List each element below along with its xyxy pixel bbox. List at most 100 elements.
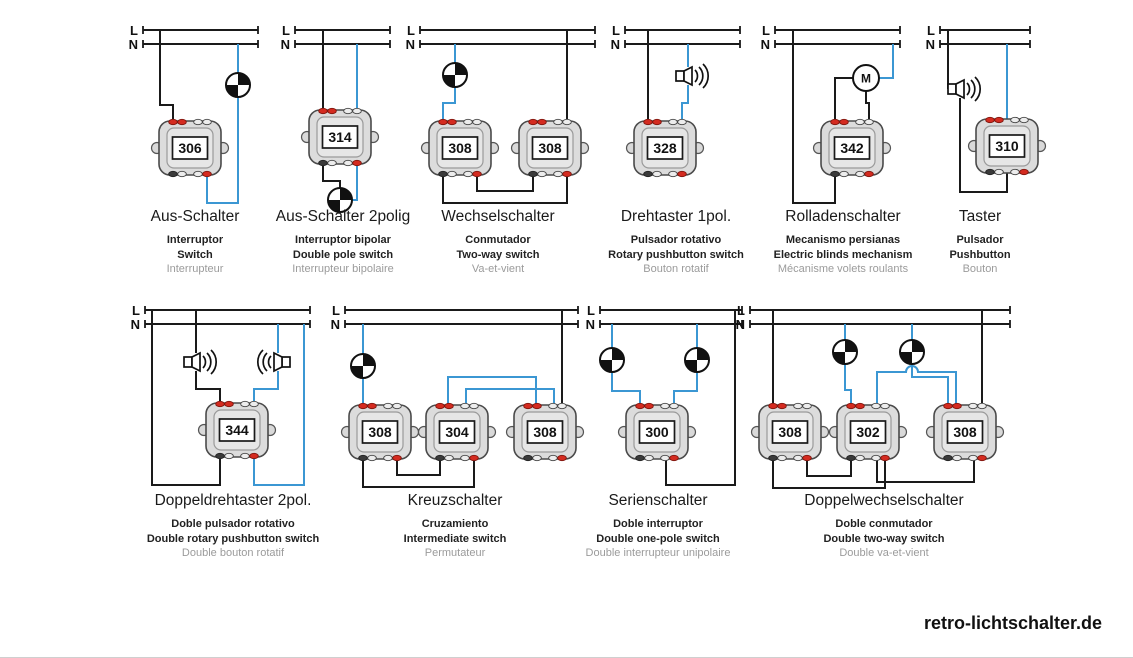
- switch-module: 308: [925, 402, 1005, 462]
- traveler-wires: [442, 175, 568, 204]
- live-wire: [792, 30, 836, 204]
- module-number: 308: [953, 424, 977, 440]
- motor-wire-1: [865, 91, 870, 121]
- subtitle-es: Cruzamiento: [421, 518, 489, 530]
- circuit-kreuzschalter: L N 308 304 308: [331, 303, 585, 488]
- lamp-icon: [899, 339, 925, 365]
- subtitle-en: Intermediate switch: [403, 532, 507, 545]
- module-number: 308: [538, 140, 562, 156]
- diagram-title: Rolladenschalter: [785, 208, 901, 225]
- circuit-serienschalter: L N 300: [586, 303, 743, 486]
- subtitle-en: Double rotary pushbutton switch: [146, 532, 320, 545]
- module-number: 344: [225, 422, 249, 438]
- subtitle-es: Interruptor bipolar: [295, 234, 391, 246]
- subtitle-fr: Bouton: [962, 263, 998, 275]
- circuit-taster: L N 310: [926, 23, 1047, 193]
- caption-kreuzschalter: Kreuzschalter Cruzamiento Intermediate s…: [345, 492, 565, 561]
- module-number: 308: [448, 140, 472, 156]
- circuit-drehtaster-1pol: L N 328: [611, 23, 741, 178]
- subtitle-fr: Permutateur: [424, 547, 486, 559]
- switch-module: 342: [812, 118, 892, 178]
- lamp-icon: [684, 347, 710, 373]
- switch-module: 308: [505, 402, 585, 462]
- line-label-n: N: [131, 317, 140, 332]
- lamp-wire: [442, 44, 456, 121]
- site-branding: retro-lichtschalter.de: [923, 613, 1102, 633]
- circuit-doppeldrehtaster-2pol: L N 344: [131, 303, 311, 486]
- switch-module: 308: [510, 118, 590, 178]
- buzzer-drop-right: [253, 371, 279, 403]
- line-label-l: L: [587, 303, 595, 318]
- module-number: 308: [368, 424, 392, 440]
- lamp-wire-1: [844, 324, 852, 405]
- diagram-title: Doppeldrehtaster 2pol.: [154, 492, 312, 509]
- switch-module: 314: [300, 107, 380, 167]
- buzzer-icon: [183, 349, 218, 375]
- subtitle-es: Mecanismo persianas: [785, 234, 901, 246]
- line-end-ticks: [344, 306, 579, 328]
- module-number: 302: [856, 424, 880, 440]
- traveler-wires-top: [447, 376, 555, 405]
- caption-rolladenschalter: Rolladenschalter Mecanismo persianas Ele…: [733, 208, 953, 277]
- line-label-l: L: [332, 303, 340, 318]
- line-label-n: N: [736, 317, 745, 332]
- line-label-n: N: [129, 37, 138, 52]
- diagram-title: Aus-Schalter: [150, 208, 240, 225]
- switched-wire: [206, 44, 239, 204]
- lamp-wire-2: [673, 324, 698, 405]
- buzzer-drop-left: [195, 371, 221, 403]
- buzzer-icon: [675, 63, 710, 89]
- subtitle-fr: Interrupteur bipolaire: [292, 263, 394, 275]
- line-label-l: L: [130, 23, 138, 38]
- lamp-wire-1: [322, 164, 341, 188]
- subtitle-en: Electric blinds mechanism: [773, 248, 913, 261]
- line-end-ticks: [419, 26, 596, 48]
- diagram-title: Taster: [958, 208, 1002, 225]
- lamp-icon: [350, 353, 376, 379]
- circuit-aus-schalter-2polig: L N 314: [281, 23, 391, 213]
- switch-module: 308: [340, 402, 420, 462]
- diagram-title: Drehtaster 1pol.: [620, 208, 732, 225]
- live-wire: [159, 30, 174, 121]
- subtitle-en: Double two-way switch: [823, 532, 945, 545]
- subtitle-en: Double one-pole switch: [596, 532, 720, 545]
- module-number: 310: [995, 138, 1019, 154]
- diagram-title: Serienschalter: [608, 492, 708, 509]
- line-label-n: N: [586, 317, 595, 332]
- subtitle-fr: Double va-et-vient: [839, 547, 929, 559]
- subtitle-en: Two-way switch: [456, 248, 540, 261]
- neutral-wire: [879, 44, 894, 79]
- motor-wire-2: [834, 77, 853, 121]
- buzzer-wire: [681, 44, 689, 121]
- module-number: 342: [840, 140, 864, 156]
- line-end-ticks: [624, 26, 741, 48]
- subtitle-fr: Double bouton rotatif: [181, 547, 285, 559]
- module-number: 300: [645, 424, 669, 440]
- switch-module: 328: [625, 118, 705, 178]
- live-wires: [772, 310, 983, 405]
- switch-module: 300: [617, 402, 697, 462]
- line-end-ticks: [749, 306, 1011, 328]
- caption-taster: Taster Pulsador Pushbutton Bouton: [870, 208, 1090, 277]
- caption-aus-schalter: Aus-Schalter Interruptor Switch Interrup…: [85, 208, 305, 277]
- line-end-ticks: [144, 306, 311, 328]
- line-label-n: N: [281, 37, 290, 52]
- caption-serienschalter: Serienschalter Doble interruptor Double …: [548, 492, 768, 561]
- switch-module: 308: [750, 402, 830, 462]
- circuit-doppelwechselschalter: L N 308 302 308: [736, 303, 1011, 489]
- lamp-icon: [599, 347, 625, 373]
- module-number: 306: [178, 140, 202, 156]
- module-number: 314: [328, 129, 352, 145]
- diagram-title: Aus-Schalter 2polig: [275, 208, 411, 225]
- line-label-l: L: [737, 303, 745, 318]
- line-end-ticks: [294, 26, 391, 48]
- switch-module: 304: [417, 402, 497, 462]
- buzzer-icon: [947, 76, 982, 102]
- line-label-n: N: [611, 37, 620, 52]
- traveler-wire-top-with-crossing: [876, 365, 957, 405]
- line-end-ticks: [142, 26, 259, 48]
- caption-doppeldrehtaster-2pol: Doppeldrehtaster 2pol. Doble pulsador ro…: [123, 492, 343, 561]
- motor-icon: M: [852, 64, 880, 92]
- diagram-title: Doppelwechselschalter: [804, 492, 964, 509]
